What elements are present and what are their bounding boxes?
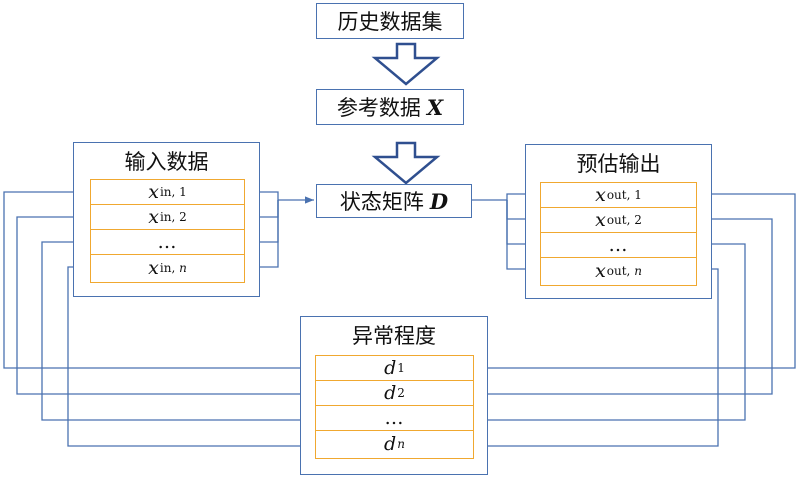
ellipsis-text: … [384, 407, 405, 429]
variable-subscript: out, n [607, 264, 642, 278]
variable-symbol: d [384, 357, 397, 379]
variable-subscript: out, 1 [607, 188, 642, 202]
variable-subscript: 1 [397, 361, 405, 375]
variable-subscript: in, 1 [160, 185, 187, 199]
variable-subscript: 2 [397, 386, 405, 400]
estimated-output-row: … [541, 233, 696, 258]
anomaly-degree-row: … [316, 406, 473, 431]
subscript-index: n [179, 260, 187, 275]
reference-data-label: 参考数据 [336, 96, 421, 120]
variable-subscript: in, 2 [160, 210, 187, 224]
subscript-prefix: in, [159, 260, 180, 275]
variable-symbol: x [148, 181, 159, 203]
input-data-row: … [91, 230, 244, 255]
subscript-prefix: out, [606, 188, 635, 202]
flow-arrow-2 [371, 141, 441, 185]
ellipsis-text: … [157, 231, 178, 253]
variable-subscript: in, n [160, 261, 187, 275]
subscript-index: 1 [179, 185, 187, 199]
variable-symbol: x [148, 256, 159, 279]
subscript-index: 1 [397, 361, 405, 375]
subscript-index: 2 [397, 386, 405, 400]
state-matrix-label: 状态矩阵 [339, 190, 424, 214]
subscript-index: n [397, 436, 405, 451]
input-to-anomaly-lines [3, 191, 315, 450]
variable-symbol: x [595, 184, 606, 206]
variable-symbol: x [595, 209, 606, 231]
variable-symbol: x [148, 206, 159, 228]
subscript-index: n [634, 263, 642, 278]
subscript-prefix: in, [159, 185, 180, 199]
reference-data-symbol: X [426, 94, 444, 120]
variable-symbol: x [595, 259, 606, 282]
variable-subscript: out, 2 [607, 213, 642, 227]
variable-subscript: n [397, 437, 405, 451]
reference-data-box: 参考数据 X [316, 89, 464, 125]
state-matrix-box: 状态矩阵 D [316, 184, 472, 218]
flow-arrow-1 [371, 42, 441, 86]
variable-symbol: d [384, 432, 397, 455]
subscript-index: 2 [179, 210, 187, 224]
subscript-prefix: in, [159, 210, 180, 224]
variable-symbol: d [384, 382, 397, 404]
anomaly-degree-title: 异常程度 [352, 324, 436, 348]
history-dataset-box: 历史数据集 [316, 3, 464, 39]
state-matrix-symbol: D [429, 188, 449, 214]
subscript-prefix: out, [606, 263, 635, 278]
input-data-title: 输入数据 [124, 150, 209, 174]
subscript-index: 2 [634, 213, 642, 227]
history-dataset-label: 历史数据集 [337, 10, 443, 34]
subscript-index: 1 [634, 188, 642, 202]
ellipsis-text: … [608, 234, 629, 256]
estimated-output-title: 预估输出 [576, 152, 661, 176]
subscript-prefix: out, [606, 213, 635, 227]
